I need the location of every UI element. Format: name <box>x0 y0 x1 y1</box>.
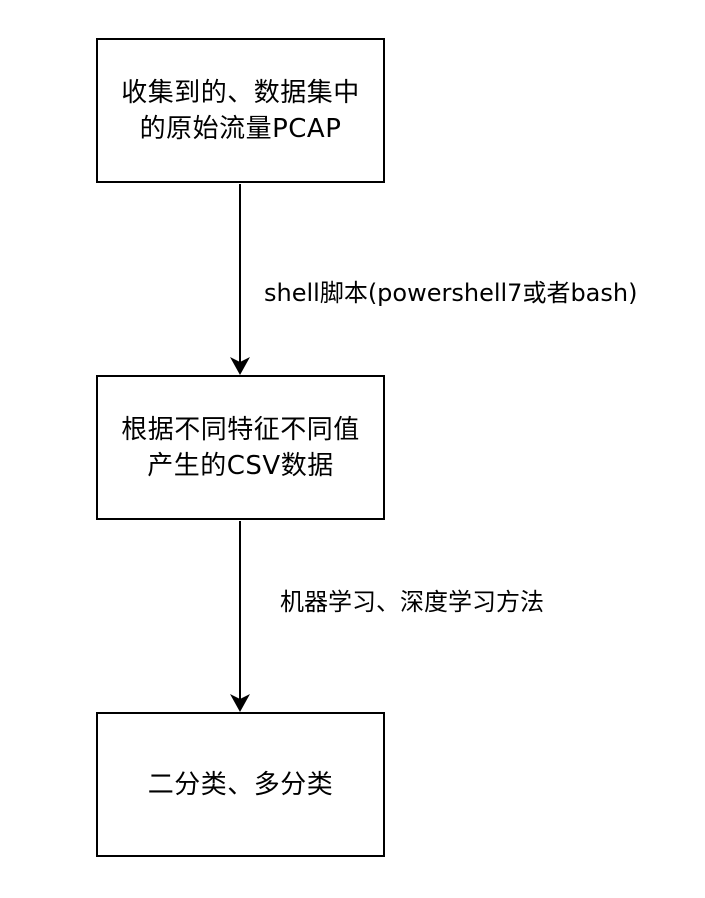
flow-node-classification[interactable]: 二分类、多分类 <box>96 712 385 857</box>
arrowhead-node3 <box>230 694 250 712</box>
arrowhead-node2 <box>230 357 250 375</box>
flow-node-text: 收集到的、数据集中 的原始流量PCAP <box>121 75 360 147</box>
edge-label-ml-methods: 机器学习、深度学习方法 <box>280 588 544 616</box>
flow-node-text: 根据不同特征不同值 产生的CSV数据 <box>121 412 360 484</box>
flow-node-raw-pcap[interactable]: 收集到的、数据集中 的原始流量PCAP <box>96 38 385 183</box>
flow-node-line: 产生的CSV数据 <box>147 450 334 481</box>
flow-node-csv-data[interactable]: 根据不同特征不同值 产生的CSV数据 <box>96 375 385 520</box>
edge-label-shell-script: shell脚本(powershell7或者bash) <box>264 279 638 307</box>
flow-node-line: 收集到的、数据集中 <box>121 77 360 108</box>
flow-node-line: 二分类、多分类 <box>147 769 334 800</box>
flow-node-line: 的原始流量PCAP <box>139 113 342 144</box>
flow-node-text: 二分类、多分类 <box>148 767 334 803</box>
flow-node-line: 根据不同特征不同值 <box>121 414 360 445</box>
